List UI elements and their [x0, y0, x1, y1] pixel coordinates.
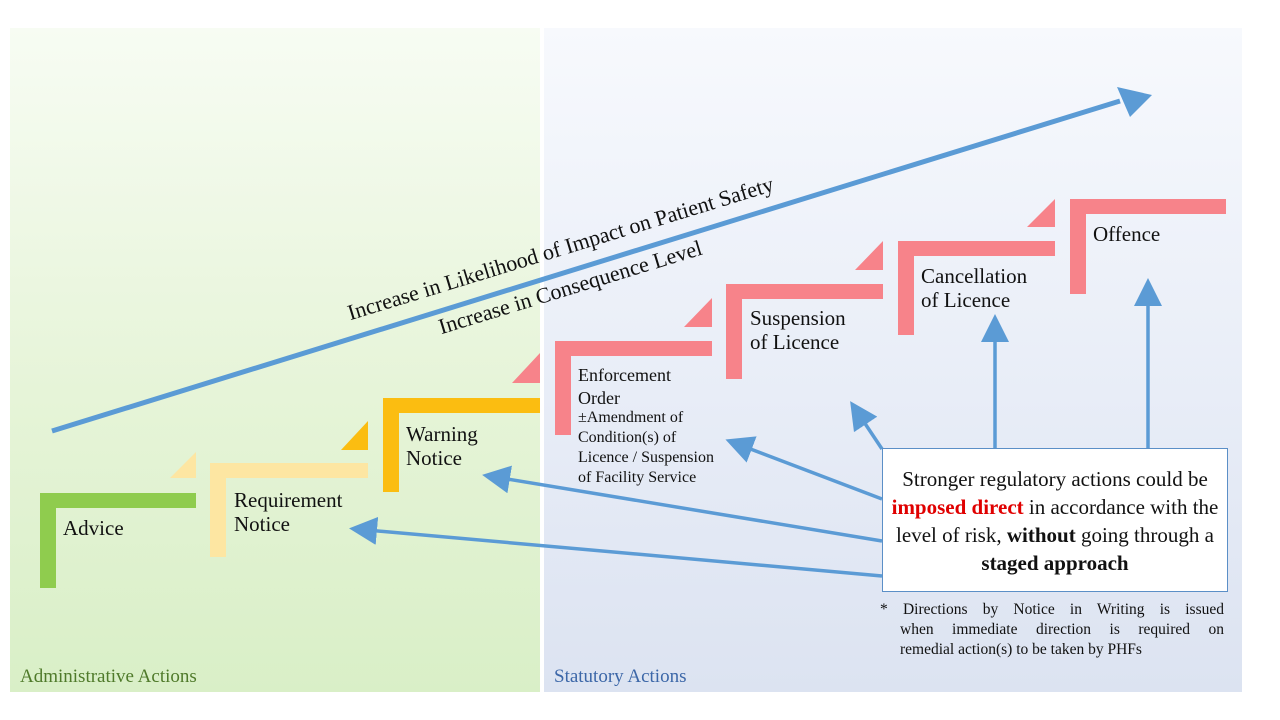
footnote-line-2: when immediate direction is required on	[900, 621, 1224, 638]
step-cancellation-notch	[1027, 199, 1055, 227]
callout-box: Stronger regulatory actions could be imp…	[882, 448, 1228, 592]
callout-without: without	[1006, 523, 1076, 547]
callout-staged-approach: staged approach	[981, 551, 1129, 575]
step-warning-notch	[512, 353, 540, 383]
step-suspension-notch	[855, 241, 883, 270]
callout-text-2: in accordance with the level of risk,	[896, 495, 1219, 547]
cancellation-label: Cancellation of Licence	[921, 264, 1028, 312]
arrow-to-suspension	[850, 401, 884, 450]
likelihood-arrowhead	[1117, 87, 1152, 117]
enforcement-order-sub: ±Amendment of Condition(s) of Licence / …	[578, 409, 714, 486]
enforcement-order-label: Enforcement Order	[578, 365, 671, 408]
step-advice	[40, 493, 196, 588]
step-enforcement	[555, 341, 712, 435]
callout-imposed-direct: imposed direct	[891, 495, 1024, 519]
statutory-actions-label: Statutory Actions	[554, 666, 687, 687]
administrative-actions-label: Administrative Actions	[20, 666, 197, 687]
warning-notice-label: Warning Notice	[406, 422, 478, 470]
arrow-to-requirement	[349, 516, 883, 578]
callout-text-3: going through a	[1080, 523, 1214, 547]
step-suspension	[726, 284, 883, 379]
arrow-to-warning	[482, 465, 883, 543]
step-offence	[1070, 199, 1226, 294]
step-warning	[383, 398, 540, 492]
step-requirement	[210, 463, 368, 557]
step-enforcement-notch	[684, 298, 712, 327]
offence-label: Offence	[1093, 222, 1161, 246]
callout-text-1: Stronger regulatory actions could be	[902, 467, 1208, 491]
footnote-line-1: * Directions by Notice in Writing is iss…	[880, 601, 1224, 618]
footnote: * Directions by Notice in Writing is iss…	[880, 600, 1224, 660]
step-advice-notch	[170, 452, 196, 478]
footnote-line-3: remedial action(s) to be taken by PHFs	[900, 641, 1142, 658]
suspension-label: Suspension of Licence	[750, 306, 846, 354]
requirement-notice-label: Requirement Notice	[234, 488, 343, 536]
step-requirement-notch	[341, 421, 368, 450]
arrow-to-enforcement	[725, 436, 883, 501]
step-cancellation	[898, 241, 1055, 335]
likelihood-arrow	[51, 98, 1121, 434]
advice-label: Advice	[63, 516, 124, 540]
